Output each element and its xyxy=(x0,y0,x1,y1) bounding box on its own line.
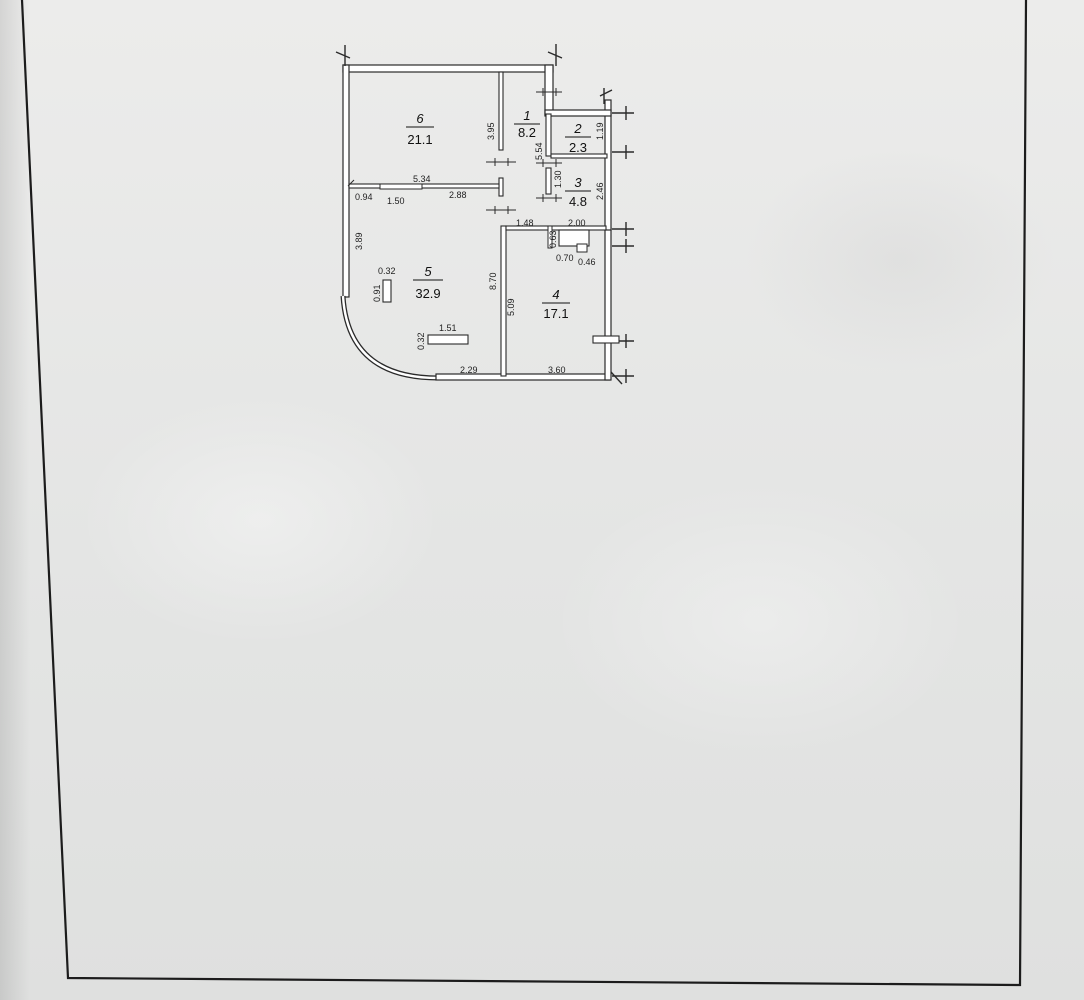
room-1-label: 1 8.2 xyxy=(514,108,540,140)
dim-5-34: 5.34 xyxy=(413,174,431,184)
room-4-area: 17.1 xyxy=(543,306,568,321)
room-6-number: 6 xyxy=(416,111,424,126)
right-wall-upper xyxy=(604,99,612,231)
dim-3-95: 3.95 xyxy=(486,122,496,140)
top-wall xyxy=(342,64,554,73)
column-wide xyxy=(427,334,469,345)
room-5-label: 5 32.9 xyxy=(413,264,443,301)
dim-0-70: 0.70 xyxy=(556,253,574,263)
room-3-label: 3 4.8 xyxy=(565,175,591,209)
room-6-label: 6 21.1 xyxy=(406,111,434,147)
opening-ticks xyxy=(347,88,562,214)
dim-0-63: 0.63 xyxy=(548,230,558,248)
dim-0-32-top: 0.32 xyxy=(378,266,396,276)
dim-1-51: 1.51 xyxy=(439,323,457,333)
room-2-area: 2.3 xyxy=(569,140,587,155)
dimension-labels: 3.95 5.54 1.19 1.30 2.46 5.34 0.94 1.50 … xyxy=(354,122,605,375)
dim-0-46: 0.46 xyxy=(578,257,596,267)
room-1-area: 8.2 xyxy=(518,125,536,140)
dim-2-29: 2.29 xyxy=(460,365,478,375)
outer-walls xyxy=(340,64,612,381)
room-6-area: 21.1 xyxy=(407,132,432,147)
room-1-number: 1 xyxy=(523,108,530,123)
dim-0-91: 0.91 xyxy=(372,284,382,302)
column-small xyxy=(382,279,392,303)
room-2-number: 2 xyxy=(573,121,582,136)
right-wall-lower xyxy=(604,227,612,381)
room-3-area: 4.8 xyxy=(569,194,587,209)
left-wall xyxy=(342,64,350,298)
dim-0-94: 0.94 xyxy=(355,192,373,202)
dim-1-48: 1.48 xyxy=(516,218,534,228)
top-wall-room-2 xyxy=(544,109,612,117)
paper-edge-shadow xyxy=(0,0,30,1000)
sheet-border-frame xyxy=(20,0,1028,987)
interior-walls xyxy=(348,71,620,377)
dim-3-60: 3.60 xyxy=(548,365,566,375)
shaft xyxy=(558,229,590,247)
axis-markers xyxy=(335,44,634,385)
room-4-label: 4 17.1 xyxy=(542,287,570,321)
room-3-number: 3 xyxy=(574,175,582,190)
dim-2-00: 2.00 xyxy=(568,218,586,228)
hall-wall-step xyxy=(544,64,554,116)
dim-8-70: 8.70 xyxy=(488,272,498,290)
room-4-number: 4 xyxy=(552,287,559,302)
room-5-number: 5 xyxy=(424,264,432,279)
room-5-area: 32.9 xyxy=(415,286,440,301)
dim-1-50: 1.50 xyxy=(387,196,405,206)
dim-3-89: 3.89 xyxy=(354,232,364,250)
dim-5-54: 5.54 xyxy=(534,142,544,160)
dim-2-88: 2.88 xyxy=(449,190,467,200)
dim-2-46: 2.46 xyxy=(595,182,605,200)
dim-0-32-bottom: 0.32 xyxy=(416,332,426,350)
dim-1-19: 1.19 xyxy=(595,122,605,140)
dim-5-09: 5.09 xyxy=(506,298,516,316)
room-2-label: 2 2.3 xyxy=(565,121,591,155)
dim-1-30: 1.30 xyxy=(553,170,563,188)
